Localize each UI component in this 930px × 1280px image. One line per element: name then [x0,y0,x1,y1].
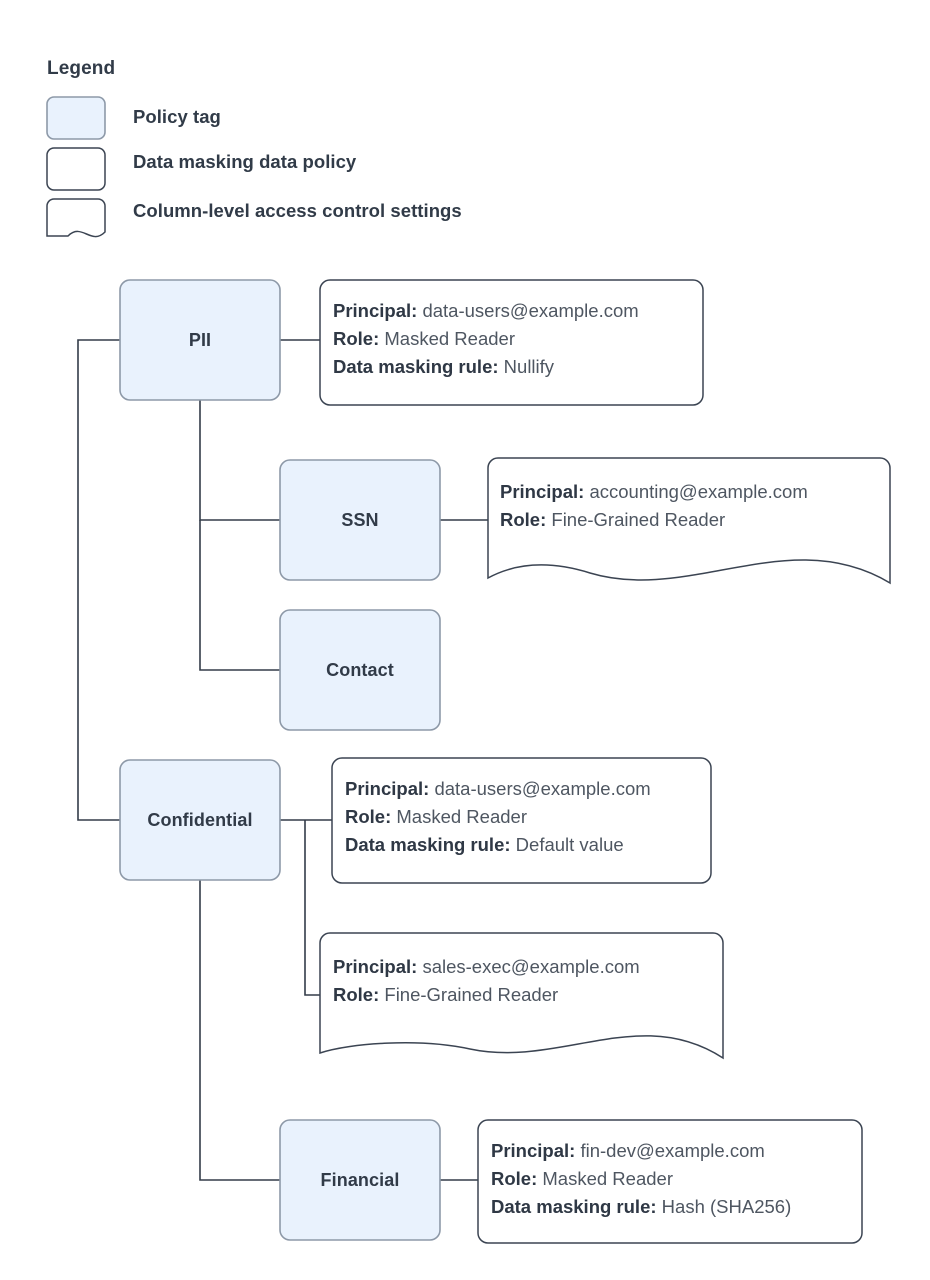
detail-value-masking-rule: Default value [515,834,624,855]
policy-tag-financial[interactable] [279,1119,441,1241]
detail-key-role: Role: [333,984,380,1005]
connector-pii-to-contact [199,520,280,671]
detail-value-principal: data-users@example.com [422,300,639,321]
policy-tag-contact[interactable] [279,609,441,731]
legend-swatch-data-masking-policy [46,147,106,191]
detail-key-role: Role: [500,509,547,530]
detail-value-principal: accounting@example.com [589,481,808,502]
detail-key-role: Role: [491,1168,538,1189]
detail-line-principal: Principal: sales-exec@example.com [333,953,640,981]
detail-key-masking-rule: Data masking rule: [491,1196,657,1217]
detail-box-pii-masking-policy[interactable] [319,279,704,406]
detail-value-role: Masked Reader [542,1168,673,1189]
detail-box-financial-masking-policy[interactable] [477,1119,863,1244]
detail-box-confidential-access-settings[interactable] [319,932,724,1060]
detail-key-principal: Principal: [500,481,585,502]
detail-value-role: Masked Reader [396,806,527,827]
detail-value-masking-rule: Nullify [503,356,555,377]
detail-line-role: Role: Masked Reader [345,803,651,831]
detail-line-principal: Principal: accounting@example.com [500,478,808,506]
detail-text-confidential-access-settings: Principal: sales-exec@example.com Role: … [333,953,640,1009]
policy-tag-confidential[interactable] [119,759,281,881]
detail-value-principal: data-users@example.com [434,778,651,799]
detail-text-pii-masking-policy: Principal: data-users@example.com Role: … [333,297,639,381]
detail-text-ssn-access-settings: Principal: accounting@example.com Role: … [500,478,808,534]
detail-key-role: Role: [333,328,380,349]
legend-swatch-policy-tag [46,96,106,140]
policy-tag-ssn[interactable] [279,459,441,581]
detail-value-principal: sales-exec@example.com [422,956,640,977]
detail-text-confidential-masking-policy: Principal: data-users@example.com Role: … [345,775,651,859]
detail-line-role: Role: Fine-Grained Reader [500,506,808,534]
legend-title: Legend [47,58,116,79]
detail-line-masking-rule: Data masking rule: Hash (SHA256) [491,1193,791,1221]
connector-pii-children-stem [199,400,280,521]
connector-confidential-to-access-settings [304,820,320,996]
detail-line-principal: Principal: fin-dev@example.com [491,1137,791,1165]
detail-line-role: Role: Fine-Grained Reader [333,981,640,1009]
detail-value-role: Fine-Grained Reader [384,984,559,1005]
legend-swatch-column-level-access [46,198,106,238]
detail-key-principal: Principal: [333,956,418,977]
detail-value-masking-rule: Hash (SHA256) [661,1196,792,1217]
detail-value-role: Masked Reader [384,328,515,349]
detail-line-role: Role: Masked Reader [333,325,639,353]
detail-line-role: Role: Masked Reader [491,1165,791,1193]
detail-line-masking-rule: Data masking rule: Default value [345,831,651,859]
connector-confidential-to-financial [199,880,280,1181]
detail-key-masking-rule: Data masking rule: [333,356,499,377]
detail-box-confidential-masking-policy[interactable] [331,757,712,884]
connector-root-spine [77,339,120,821]
detail-line-principal: Principal: data-users@example.com [333,297,639,325]
detail-key-principal: Principal: [345,778,430,799]
detail-box-ssn-access-settings[interactable] [487,457,891,585]
detail-key-role: Role: [345,806,392,827]
detail-value-role: Fine-Grained Reader [551,509,726,530]
legend-label-column-level-access: Column-level access control settings [133,200,462,221]
detail-line-principal: Principal: data-users@example.com [345,775,651,803]
detail-value-principal: fin-dev@example.com [580,1140,765,1161]
detail-line-masking-rule: Data masking rule: Nullify [333,353,639,381]
legend-label-policy-tag: Policy tag [133,106,221,127]
detail-key-principal: Principal: [491,1140,576,1161]
detail-key-masking-rule: Data masking rule: [345,834,511,855]
detail-key-principal: Principal: [333,300,418,321]
policy-tag-pii[interactable] [119,279,281,401]
legend-label-data-masking-policy: Data masking data policy [133,151,357,172]
detail-text-financial-masking-policy: Principal: fin-dev@example.com Role: Mas… [491,1137,791,1221]
